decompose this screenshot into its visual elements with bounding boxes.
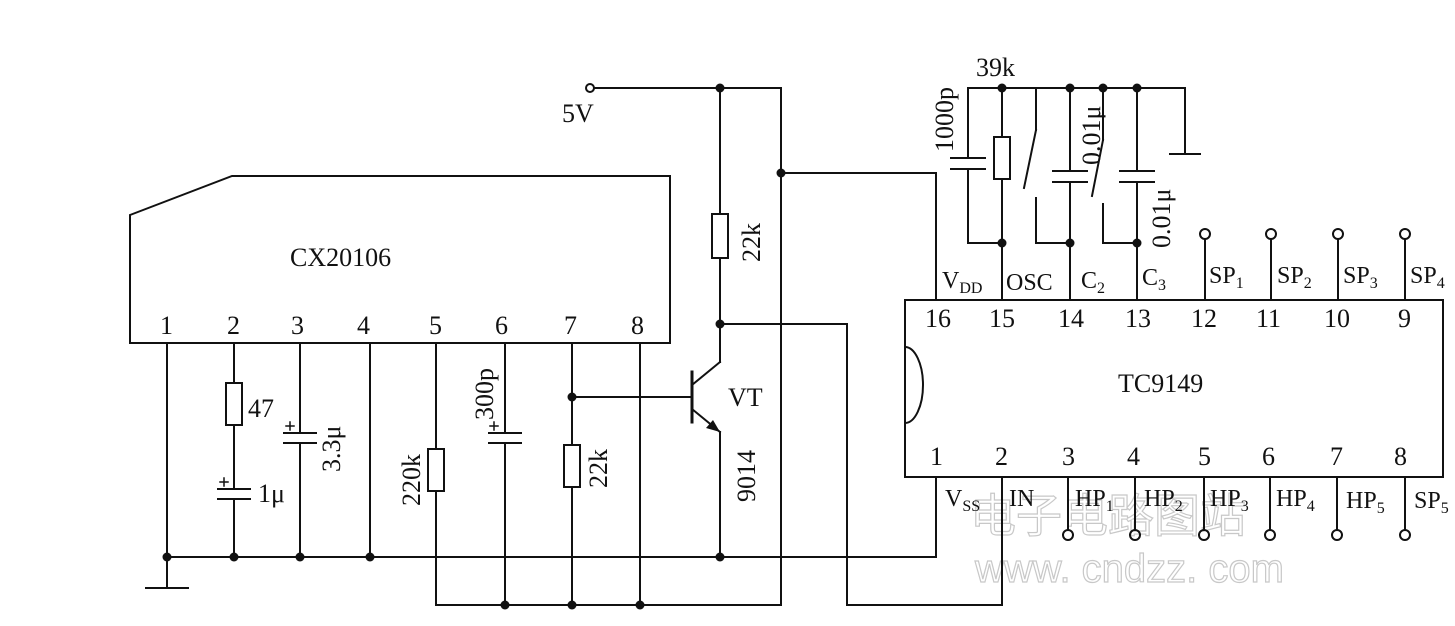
label-vt: VT (728, 383, 763, 412)
tc-pin-2: 2 (995, 442, 1008, 471)
terminal-hp4 (1264, 529, 1276, 541)
cx-pin-5: 5 (429, 311, 442, 340)
label-c3u3: 3.3μ (317, 426, 346, 472)
label-9014: 9014 (732, 450, 761, 502)
cx-pin-2: 2 (227, 311, 240, 340)
cx20106-wiring (145, 87, 937, 606)
terminal-hp1 (1062, 529, 1074, 541)
tc-label-hp1: HP1 (1075, 486, 1114, 515)
tc-pin-13: 13 (1125, 304, 1151, 333)
tc-label-hp4: HP4 (1276, 486, 1315, 515)
cx20106-pin-numbers: 1 2 3 4 5 6 7 8 (160, 311, 644, 340)
terminal-sp1 (1199, 228, 1211, 240)
label-c1000p: 1000p (930, 87, 959, 152)
label-r22k-base: 22k (584, 449, 613, 488)
terminal-sp4 (1399, 228, 1411, 240)
switch-c2 (1022, 128, 1038, 190)
tc-label-osc: OSC (1006, 270, 1053, 296)
tc-label-sp5: SP5 (1414, 488, 1449, 517)
supply-5v-wiring (585, 83, 1003, 606)
tc9149-top-leads (935, 228, 1411, 301)
resistor-47 (225, 382, 243, 426)
tc-label-sp1: SP1 (1209, 263, 1244, 292)
terminal-5v (585, 83, 595, 93)
tc9149-name: TC9149 (1118, 369, 1203, 398)
tc-pin-12: 12 (1191, 304, 1217, 333)
watermark-cn: 电子电路图站 (970, 490, 1246, 542)
cx20106-name: CX20106 (290, 243, 391, 272)
terminal-sp3 (1332, 228, 1344, 240)
tc-label-vss: VSS (945, 486, 980, 515)
label-c300p: 300p (470, 368, 499, 420)
cx-pin-4: 4 (357, 311, 370, 340)
terminal-hp2 (1129, 529, 1141, 541)
switch-c3 (1090, 138, 1105, 198)
tc-pin-10: 10 (1324, 304, 1350, 333)
resistor-39k (993, 136, 1011, 180)
tc-label-sp2: SP2 (1277, 263, 1312, 292)
label-r39k: 39k (976, 53, 1015, 82)
tc-label-c2: C2 (1081, 268, 1105, 297)
tc-pin-8: 8 (1394, 442, 1407, 471)
tc-pin-3: 3 (1062, 442, 1075, 471)
transistor-vt (690, 323, 722, 558)
terminal-sp2 (1265, 228, 1277, 240)
tc-pin-14: 14 (1058, 304, 1084, 333)
terminal-hp5 (1331, 529, 1343, 541)
tc-pin-7: 7 (1330, 442, 1343, 471)
tc9149-top-labels: VDD OSC C2 C3 SP1 SP2 SP3 SP4 (942, 263, 1445, 297)
resistor-220k (427, 448, 445, 492)
tc-label-hp2: HP2 (1144, 486, 1183, 515)
tc-label-hp3: HP3 (1210, 486, 1249, 515)
resistor-22k-collector (711, 213, 729, 259)
resistor-22k-base (563, 444, 581, 488)
polarity-marks (219, 421, 499, 487)
tc9149-bottom-labels: VSS IN HP1 HP2 HP3 HP4 HP5 SP5 (945, 486, 1449, 517)
tc-pin-4: 4 (1127, 442, 1140, 471)
label-r220k: 220k (397, 454, 426, 506)
label-r22k-collector: 22k (737, 223, 766, 262)
watermark-url: www. cndzz. com (974, 547, 1284, 591)
tc9149-top-pin-numbers: 16 15 14 13 12 11 10 9 (925, 304, 1411, 333)
tc9149-bottom-pin-numbers: 1 2 3 4 5 6 7 8 (930, 442, 1407, 471)
cx-pin-8: 8 (631, 311, 644, 340)
tc-pin-1: 1 (930, 442, 943, 471)
tc9149-body (904, 299, 1444, 478)
tc-label-in: IN (1009, 486, 1034, 512)
tc-pin-16: 16 (925, 304, 951, 333)
terminal-hp3 (1198, 529, 1210, 541)
tc9149-bottom-leads (935, 476, 1411, 541)
label-5v: 5V (562, 99, 594, 128)
tc-pin-6: 6 (1262, 442, 1275, 471)
cx-pin-6: 6 (495, 311, 508, 340)
cx-pin-1: 1 (160, 311, 173, 340)
label-c2-0u01: 0.01μ (1077, 106, 1106, 165)
cx-pin-7: 7 (564, 311, 577, 340)
tc-pin-11: 11 (1256, 304, 1281, 333)
label-c3-0u01: 0.01μ (1147, 189, 1176, 248)
tc9149-notch (903, 345, 924, 425)
tc-label-sp3: SP3 (1343, 263, 1378, 292)
osc-network (950, 87, 1201, 244)
terminal-sp5 (1399, 529, 1411, 541)
label-r47: 47 (248, 394, 274, 423)
tc-label-c3: C3 (1142, 265, 1166, 294)
tc-pin-15: 15 (989, 304, 1015, 333)
tc-pin-5: 5 (1198, 442, 1211, 471)
tc-label-vdd: VDD (942, 268, 982, 297)
tc-pin-9: 9 (1398, 304, 1411, 333)
cx20106-body (129, 175, 671, 344)
label-c1u: 1μ (258, 479, 285, 508)
tc-label-sp4: SP4 (1410, 263, 1445, 292)
tc-label-hp5: HP5 (1346, 488, 1385, 517)
cx-pin-3: 3 (291, 311, 304, 340)
